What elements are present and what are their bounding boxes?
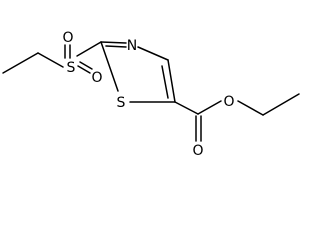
atom-sulfonyl-oxygen-upper: O [62,30,73,46]
bond-n3-c4 [137,46,169,61]
bond-s1-c2 [100,41,119,92]
bond-c4-c5-b [161,65,169,99]
atom-sulfonyl-sulfur: S [67,60,76,76]
bond-sulfonyl-o-lower-b [79,61,93,70]
bond-c4-c5-a [167,59,176,103]
atom-sulfonyl-oxygen-lower: O [91,70,102,86]
atom-ring-sulfur: S [117,95,126,111]
bond-ether-o-ch2 [237,100,264,116]
bond-ethyl-ch2-sulfonyl [37,52,64,68]
bond-c2-n3-a [100,41,127,44]
atom-ester-ether-oxygen: O [223,94,234,110]
atom-carbonyl-oxygen: O [192,143,203,159]
bond-carbonyl-c-ether-o [197,100,222,115]
bond-ethyl-ch3-ch2 [2,52,39,74]
bond-c5-carbonyl-carbon [174,101,199,115]
chemical-structure-diagram: S O O N S O O [2,30,300,159]
atom-ring-nitrogen: N [127,38,137,54]
bond-sulfonyl-c2 [76,41,102,57]
bond-ch2-ch3 [262,93,300,116]
bond-c2-n3-b [105,45,127,48]
bond-sulfonyl-o-lower-a [77,65,91,74]
